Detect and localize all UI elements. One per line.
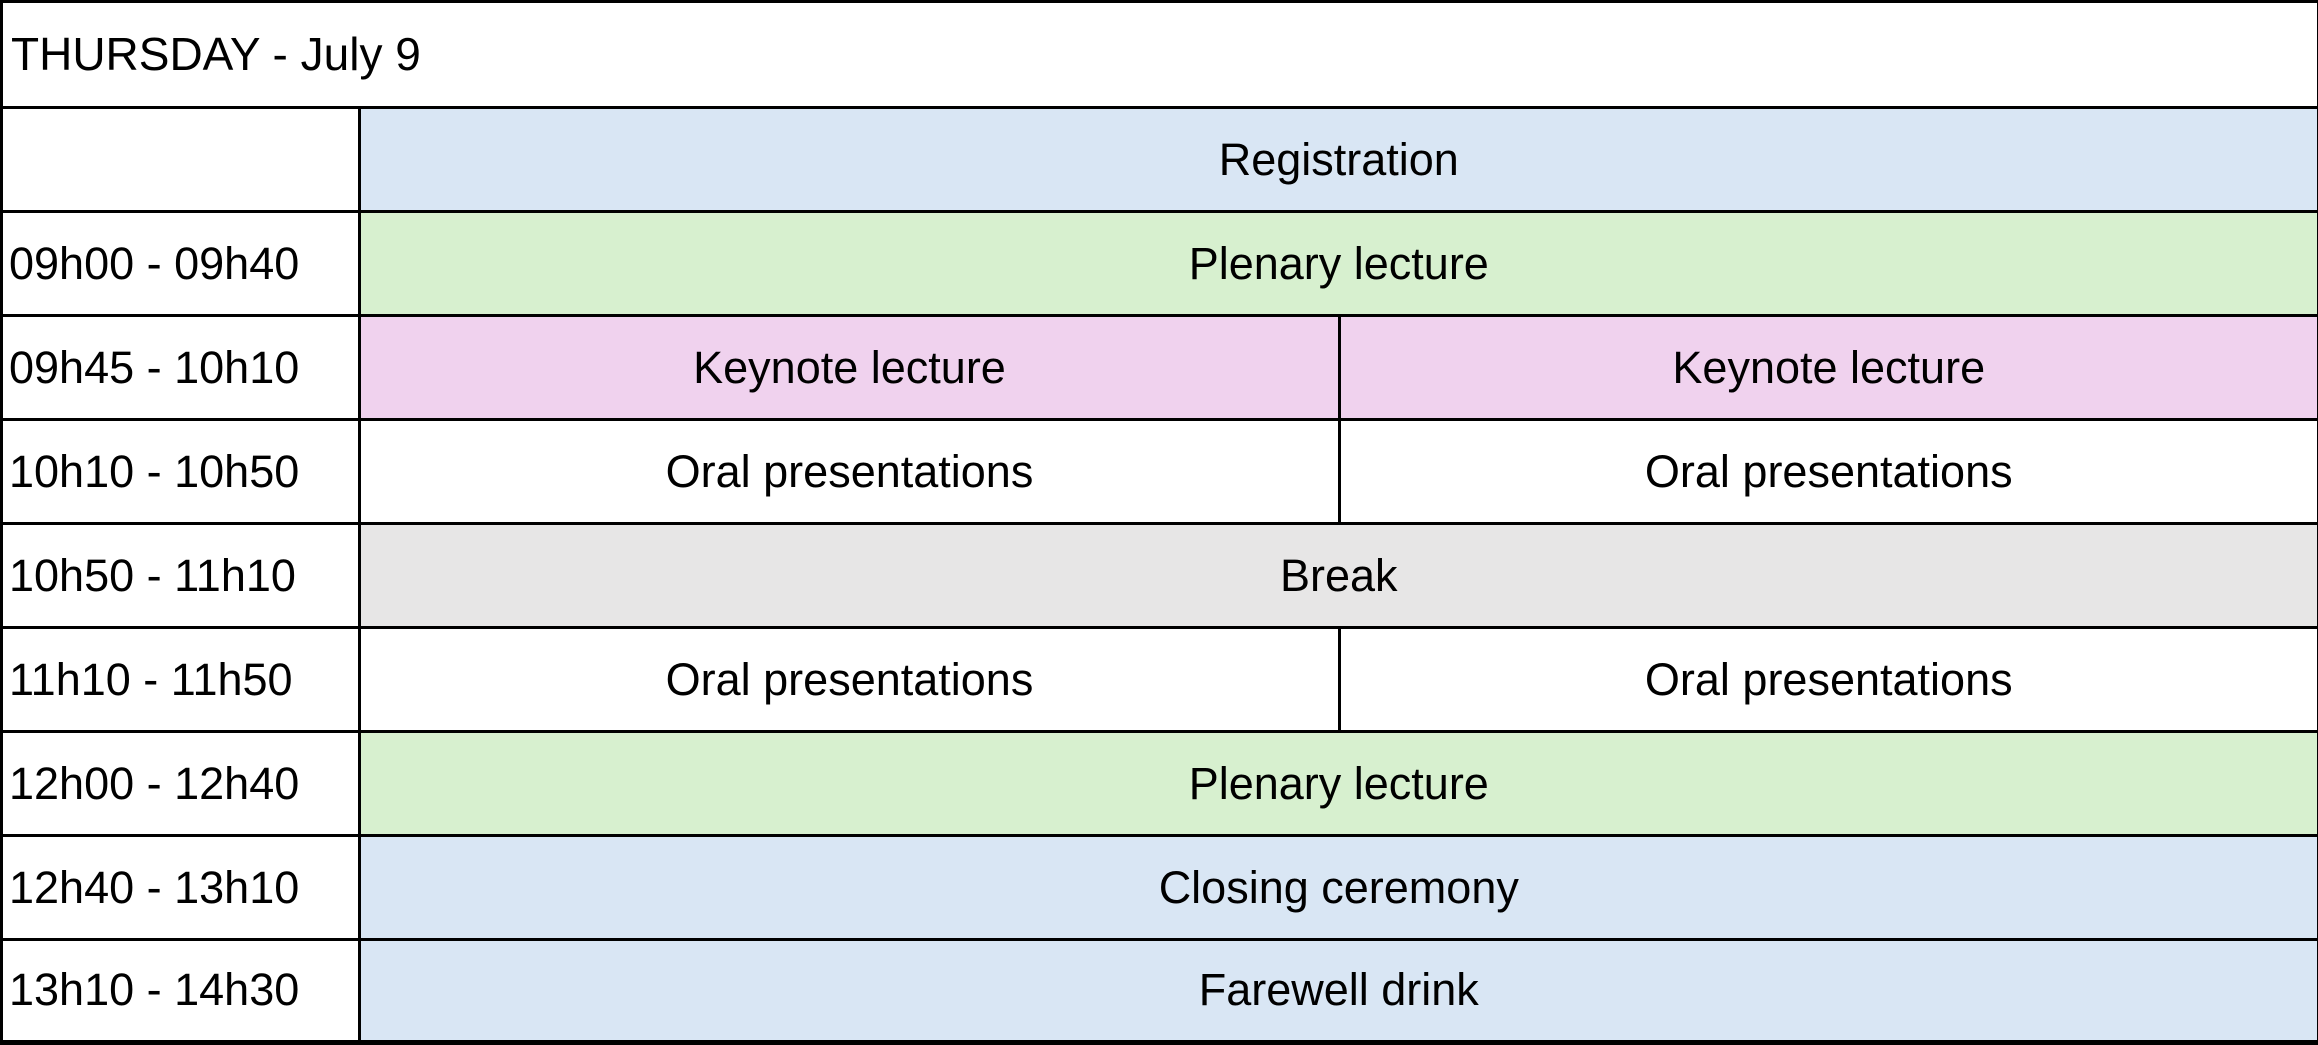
event-cell-plenary-lecture: Plenary lecture xyxy=(357,210,2318,317)
table-row-oral-1: 10h10 - 10h50 Oral presentations Oral pr… xyxy=(0,418,2318,525)
event-cell-plenary-lecture: Plenary lecture xyxy=(357,730,2318,837)
time-cell xyxy=(0,106,361,213)
event-cell-registration: Registration xyxy=(357,106,2318,213)
time-cell: 13h10 - 14h30 xyxy=(0,938,361,1045)
table-row-title: THURSDAY - July 9 xyxy=(0,0,2318,109)
event-cell-oral-left: Oral presentations xyxy=(358,418,1341,525)
event-cell-break: Break xyxy=(357,522,2318,629)
time-cell: 10h50 - 11h10 xyxy=(0,522,361,629)
time-cell: 09h45 - 10h10 xyxy=(0,314,361,421)
table-row-keynote: 09h45 - 10h10 Keynote lecture Keynote le… xyxy=(0,314,2318,421)
time-cell: 12h40 - 13h10 xyxy=(0,834,361,941)
time-cell: 09h00 - 09h40 xyxy=(0,210,361,317)
table-row-plenary-noon: 12h00 - 12h40 Plenary lecture xyxy=(0,730,2318,837)
time-cell: 11h10 - 11h50 xyxy=(0,626,361,733)
event-cell-keynote-right: Keynote lecture xyxy=(1337,314,2318,421)
table-row-closing: 12h40 - 13h10 Closing ceremony xyxy=(0,834,2318,941)
table-row-break: 10h50 - 11h10 Break xyxy=(0,522,2318,629)
day-title: THURSDAY - July 9 xyxy=(0,0,2318,109)
table-row-oral-2: 11h10 - 11h50 Oral presentations Oral pr… xyxy=(0,626,2318,733)
event-cell-oral-left: Oral presentations xyxy=(358,626,1341,733)
table-row-farewell: 13h10 - 14h30 Farewell drink xyxy=(0,938,2318,1045)
table-row-plenary-am: 09h00 - 09h40 Plenary lecture xyxy=(0,210,2318,317)
time-cell: 12h00 - 12h40 xyxy=(0,730,361,837)
event-cell-oral-right: Oral presentations xyxy=(1337,418,2318,525)
event-cell-keynote-left: Keynote lecture xyxy=(358,314,1341,421)
table-row-registration: Registration xyxy=(0,106,2318,213)
event-cell-farewell-drink: Farewell drink xyxy=(357,938,2318,1045)
time-cell: 10h10 - 10h50 xyxy=(0,418,361,525)
event-cell-closing-ceremony: Closing ceremony xyxy=(357,834,2318,941)
event-cell-oral-right: Oral presentations xyxy=(1337,626,2318,733)
